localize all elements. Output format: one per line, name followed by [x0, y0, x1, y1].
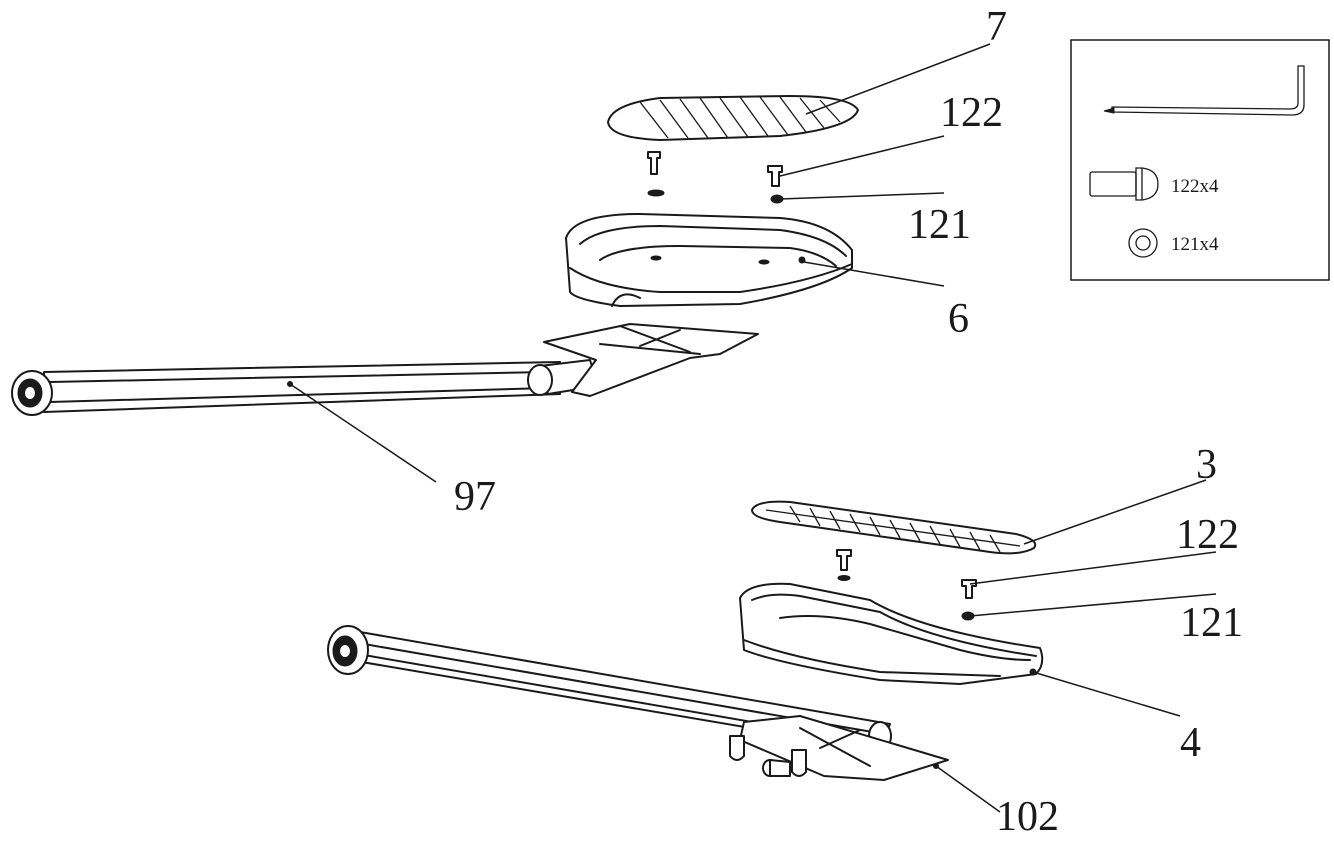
callout-part-7: 7: [986, 4, 1007, 50]
allen-key-icon: [1103, 65, 1305, 116]
pedal-housing-4: [739, 582, 1044, 685]
washer-121-top-left: [647, 189, 665, 197]
washer-121-bottom-left: [837, 575, 851, 581]
screw-122-bottom-right: [961, 579, 977, 599]
pedal-housing-6: [565, 213, 853, 307]
leader-lines: [289, 43, 1217, 813]
hardware-kit-box: 122x4 121x4: [1070, 39, 1330, 281]
washer-icon: [1128, 228, 1158, 258]
callout-part-121-top: 121: [908, 202, 971, 248]
callout-part-121-bottom: 121: [1180, 600, 1243, 646]
callout-part-102: 102: [996, 794, 1059, 840]
pedal-arm-102: [327, 625, 949, 781]
screw-122-top-right: [767, 165, 783, 187]
washer-quantity-label: 121x4: [1171, 234, 1219, 255]
screw-122-top-left: [647, 151, 661, 175]
pedal-arm-97: [11, 323, 759, 416]
pedal-pad-3: [751, 500, 1037, 555]
callout-part-122-bottom: 122: [1176, 512, 1239, 558]
callout-part-122-top: 122: [940, 90, 1003, 136]
pedal-pad-7: [607, 95, 859, 141]
bolt-icon: [1089, 167, 1159, 201]
screw-122-bottom-left: [836, 549, 852, 571]
callout-part-97: 97: [454, 474, 496, 520]
bolt-quantity-label: 122x4: [1171, 176, 1219, 197]
callout-part-3: 3: [1196, 442, 1217, 488]
callout-part-4: 4: [1180, 720, 1201, 766]
callout-part-6: 6: [948, 296, 969, 342]
